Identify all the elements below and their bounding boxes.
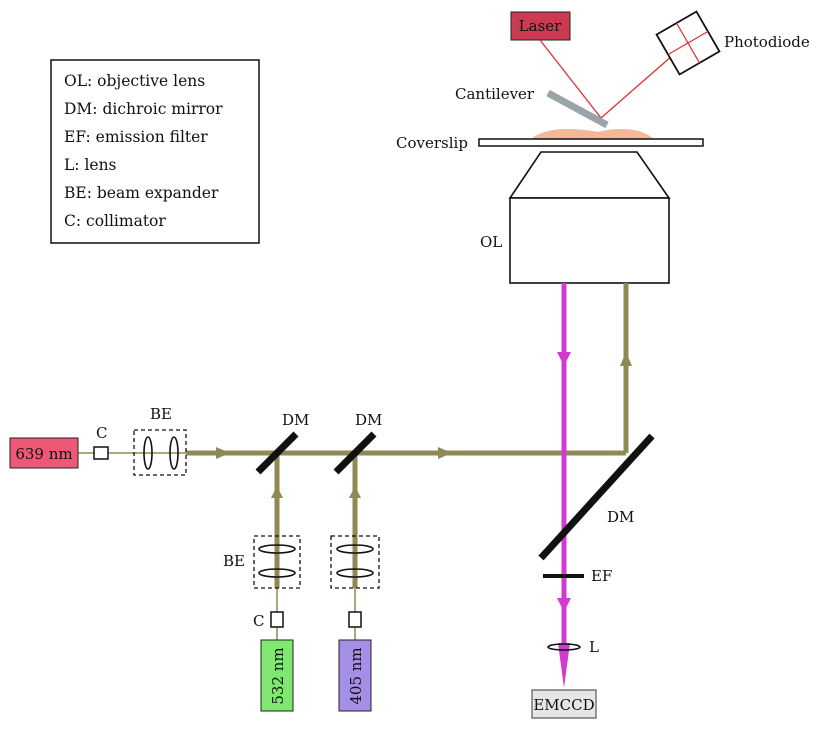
dichroic-mirror-main [538, 433, 655, 561]
arrow-right-icon [438, 447, 452, 459]
dm-2-label: DM [355, 411, 382, 429]
afm-module: Laser Photodiode Cantilever Coverslip [396, 10, 810, 152]
tube-lens [547, 643, 581, 651]
lens-element [336, 544, 374, 554]
legend-item-be: BE: beam expander [64, 184, 219, 202]
collimator-532-label: C [253, 612, 264, 630]
photodiode-icon [655, 10, 721, 76]
afm-laser-box [510, 11, 571, 41]
lens-element [169, 436, 179, 470]
arrow-right-icon [216, 447, 230, 459]
cantilever-icon [546, 89, 609, 129]
photodiode-label: Photodiode [724, 33, 810, 51]
laser-639 [9, 437, 79, 469]
objective-lens: OL [480, 151, 671, 284]
legend-item-dm: DM: dichroic mirror [64, 100, 223, 118]
objective-label: OL [480, 233, 502, 251]
sample-cell [530, 129, 655, 140]
collimator-405 [348, 611, 362, 628]
legend-item-c: C: collimator [64, 212, 166, 230]
lens-element [336, 568, 374, 578]
beam-expander-532-label: BE [223, 552, 245, 570]
arrow-up-icon [271, 486, 283, 498]
emission-filter-label: EF [591, 567, 612, 585]
dichroic-mirror-2 [333, 431, 377, 475]
dm-main-label: DM [607, 508, 634, 526]
afm-laser-incident-beam [539, 39, 602, 119]
afm-laser-label: Laser [519, 17, 562, 35]
laser-639-label: 639 nm [15, 445, 72, 463]
laser-405-label: 405 nm [347, 647, 365, 704]
tube-lens-label: L [589, 638, 599, 656]
arrow-up-icon [349, 486, 361, 498]
legend-item-ef: EF: emission filter [64, 128, 208, 146]
emission-focus [558, 643, 570, 688]
legend: OL: objective lens DM: dichroic mirror E… [50, 59, 260, 244]
laser-532-label: 532 nm [269, 647, 287, 704]
beam-expander-639 [133, 429, 187, 476]
cantilever-label: Cantilever [455, 85, 535, 103]
collimator-532 [270, 611, 284, 628]
coverslip [478, 138, 704, 147]
legend-frame [50, 59, 260, 244]
arrow-down-icon [557, 598, 571, 612]
beam-expander-405 [330, 535, 380, 589]
objective-tip [508, 151, 671, 199]
lens-element [258, 568, 296, 578]
emccd-label: EMCCD [533, 696, 594, 714]
lens-element [258, 544, 296, 554]
dichroic-mirror-1 [255, 431, 299, 475]
legend-item-ol: OL: objective lens [64, 72, 205, 90]
arrow-down-icon [557, 352, 571, 366]
legend-item-l: L: lens [64, 156, 117, 174]
collimator-639-label: C [96, 424, 107, 442]
laser-405 [338, 639, 372, 712]
laser-532 [260, 639, 294, 712]
beam-expander-532 [253, 535, 301, 589]
beam-expander-639-label: BE [150, 405, 172, 423]
lens-element [143, 436, 153, 470]
emission-path [557, 283, 571, 688]
dm-1-label: DM [282, 411, 309, 429]
objective-body [509, 197, 670, 284]
arrow-up-icon [620, 352, 632, 366]
collimator-639 [93, 446, 109, 460]
excitation-path [78, 283, 632, 640]
coverslip-label: Coverslip [396, 134, 468, 152]
emccd-camera [531, 689, 597, 719]
